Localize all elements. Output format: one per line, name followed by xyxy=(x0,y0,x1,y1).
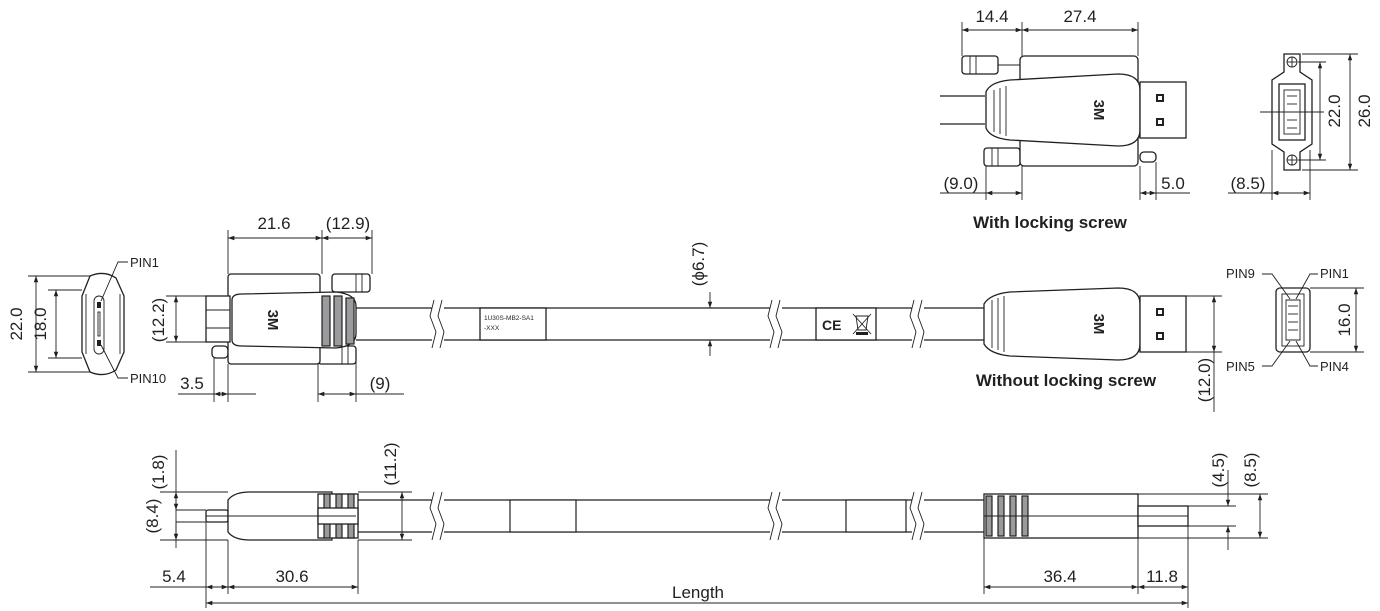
dim-plug-height: (12.2) xyxy=(149,298,168,342)
dim-side-height: (8.4) xyxy=(143,499,162,534)
cable-label-line1: 1U30S-MB2-SA1 xyxy=(484,315,534,322)
micro-b-plug-view: 3M 21.6 (12.9) (12.2) 3.5 (9) xyxy=(149,214,404,402)
dim-side-usb-inner: (4.5) xyxy=(1209,453,1228,488)
3m-logo-icon: 3M xyxy=(1090,314,1107,335)
pin-label-usb-pin4: PIN4 xyxy=(1320,359,1349,374)
side-view-dimensions: (8.4) (1.8) (11.2) (4.5) (8.5) 5.4 30.6 … xyxy=(143,442,1268,608)
dim-usb-plug-height: 16.0 xyxy=(1335,303,1354,336)
pin-label-micro-pin10: PIN10 xyxy=(130,371,166,386)
cable-side-view xyxy=(205,491,1189,541)
dim-side-usb-body-length: 36.4 xyxy=(1043,567,1076,586)
dim-side-body-height: (11.2) xyxy=(381,442,400,485)
caption-without-locking-screw: Without locking screw xyxy=(976,371,1157,390)
dim-usb-body-height: (12.0) xyxy=(1195,358,1214,402)
dim-end-height-outer: 26.0 xyxy=(1355,94,1374,127)
micro-b-face-view: PIN1 PIN10 22.0 18.0 xyxy=(7,255,166,386)
usb-plug-without-screw-view: 3M Without locking screw (12.0) xyxy=(976,287,1222,412)
cable-middle-view: 1U30S-MB2-SA1 -XXX CE (ϕ6.7) xyxy=(356,242,988,356)
3m-logo-icon: 3M xyxy=(264,310,281,331)
dim-top-width-left: 14.4 xyxy=(975,7,1008,26)
pin-label-usb-pin9: PIN9 xyxy=(1226,266,1255,281)
dim-cable-diameter: (ϕ6.7) xyxy=(689,242,708,286)
usb-plug-with-screw-view: 3M xyxy=(940,55,1187,167)
dim-screw-length: (12.9) xyxy=(326,214,370,233)
usb-face-view: PIN9 PIN1 PIN5 PIN4 16.0 xyxy=(1226,266,1364,374)
dim-top-width-right: 27.4 xyxy=(1063,7,1096,26)
dim-face-height-inner: 18.0 xyxy=(31,307,50,340)
dim-side-body-length: 30.6 xyxy=(275,567,308,586)
dim-top-bottom-right: 5.0 xyxy=(1161,174,1185,193)
dim-face-height-outer: 22.0 xyxy=(7,307,26,340)
dim-side-usb-outer: (8.5) xyxy=(1241,453,1260,488)
ce-mark: CE xyxy=(822,317,841,333)
pin-label-micro-pin1: PIN1 xyxy=(130,255,159,270)
pin-label-usb-pin1: PIN1 xyxy=(1320,266,1349,281)
dim-top-bottom-left: (9.0) xyxy=(944,174,979,193)
dim-end-depth: (8.5) xyxy=(1231,174,1266,193)
pin-label-usb-pin5: PIN5 xyxy=(1226,359,1255,374)
dim-overall-length: Length xyxy=(672,583,724,602)
top-view-dimensions: 14.4 27.4 (9.0) 5.0 With locking screw xyxy=(940,7,1190,232)
caption-with-locking-screw: With locking screw xyxy=(973,213,1128,232)
dim-side-usb-plug-length: 11.8 xyxy=(1146,567,1178,586)
3m-logo-icon: 3M xyxy=(1090,100,1107,121)
dim-plug-length: 21.6 xyxy=(257,214,290,233)
usb-end-view-with-screw: 22.0 26.0 (8.5) xyxy=(1228,53,1374,200)
cable-label-line2: -XXX xyxy=(484,325,500,332)
dim-tail-length: (9) xyxy=(370,374,391,393)
weee-bin-icon xyxy=(852,313,872,335)
dim-plug-offset: 3.5 xyxy=(180,374,204,393)
dim-end-height-inner: 22.0 xyxy=(1325,94,1344,127)
dim-side-pin-length: 5.4 xyxy=(162,567,186,586)
dim-side-pin-offset: (1.8) xyxy=(149,455,168,490)
